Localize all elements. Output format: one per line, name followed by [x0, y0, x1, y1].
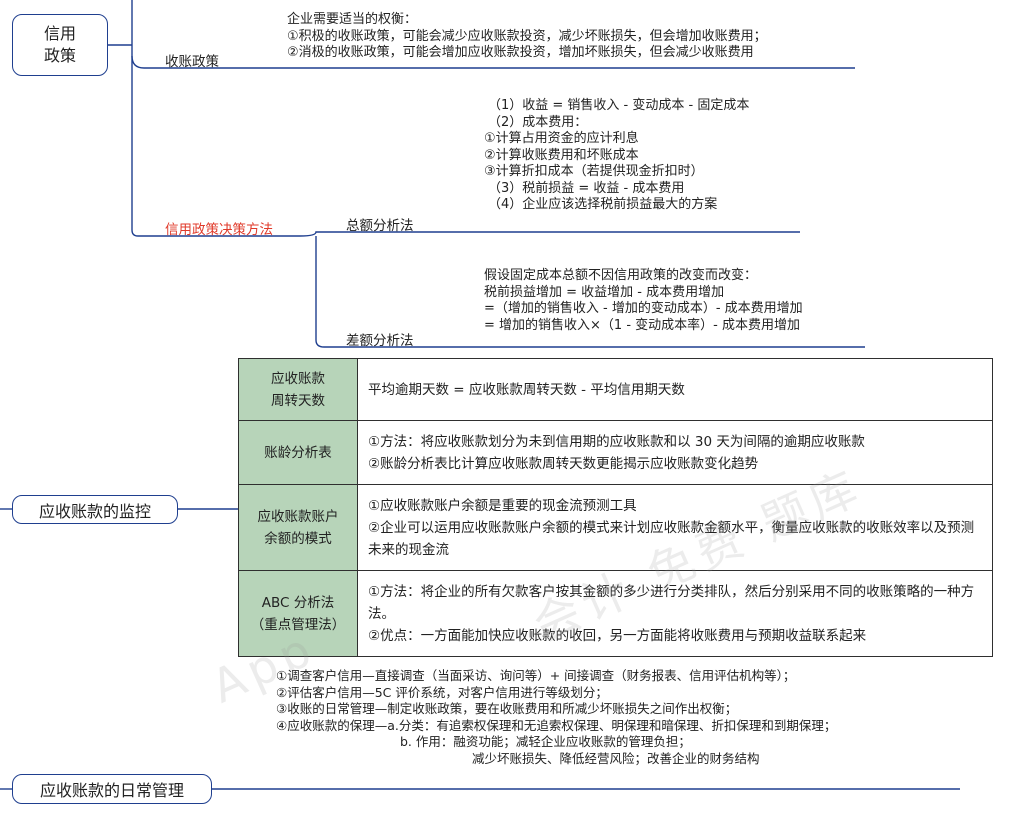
table-value-cell: ①应收账款账户余额是重要的现金流预测工具 ②企业可以运用应收账款账户余额的模式来… [357, 484, 993, 571]
table-key-cell: 应收账款账户 余额的模式 [238, 484, 358, 571]
text-line: 减少坏账损失、降低经营风险；改善企业的财务结构 [472, 750, 760, 766]
text-line: 税前损益增加 = 收益增加 - 成本费用增加 [484, 284, 725, 300]
differential-analysis-notes: 假设固定成本总额不因信用政策的改变而改变： 税前损益增加 = 收益增加 - 成本… [484, 268, 803, 334]
branch-credit-decision-methods: 信用政策决策方法 [165, 222, 273, 238]
table-key-cell: 账龄分析表 [238, 420, 358, 485]
text-line: ②计算收账费用和坏账成本 [484, 147, 639, 163]
text-line: 企业需要适当的权衡： [287, 12, 418, 27]
table-key-cell: 应收账款 周转天数 [238, 358, 358, 421]
text-line: ①积极的收账政策，可能会减少应收账款投资，减少坏账损失，但会增加收账费用； [287, 28, 767, 44]
collection-policy-notes: 企业需要适当的权衡： ①积极的收账政策，可能会减少应收账款投资，减少坏账损失，但… [287, 12, 767, 62]
table-row: ABC 分析法 （重点管理法） ①方法：将企业的所有欠款客户按其金额的多少进行分… [238, 570, 993, 657]
node-credit-policy[interactable]: 信用 政策 [12, 14, 108, 76]
receivables-monitoring-table: 应收账款 周转天数 平均逾期天数 = 应收账款周转天数 - 平均信用期天数 账龄… [238, 358, 993, 657]
text-line: ①计算占用资金的应计利息 [484, 131, 639, 146]
text-line: ②消极的收账政策，可能会增加应收账款投资，增加坏账损失，但会减少收账费用 [287, 45, 754, 60]
table-row: 账龄分析表 ①方法：将应收账款划分为未到信用期的应收账款和以 30 天为间隔的逾… [238, 420, 993, 485]
table-value-cell: 平均逾期天数 = 应收账款周转天数 - 平均信用期天数 [357, 358, 993, 421]
text-line: ②评估客户信用—5C 评价系统，对客户信用进行等级划分； [276, 684, 608, 700]
branch-differential-analysis: 差额分析法 [346, 333, 414, 349]
text-line: ①调查客户信用—直接调查（当面采访、询问等）+ 间接调查（财务报表、信用评估机构… [276, 668, 796, 683]
text-line: 假设固定成本总额不因信用政策的改变而改变： [484, 268, 758, 283]
table-key-cell: ABC 分析法 （重点管理法） [238, 570, 358, 657]
text-line: =（增加的销售收入 - 增加的变动成本）- 成本费用增加 [484, 301, 803, 316]
table-row: 应收账款 周转天数 平均逾期天数 = 应收账款周转天数 - 平均信用期天数 [238, 358, 993, 421]
daily-management-notes: ①调查客户信用—直接调查（当面采访、询问等）+ 间接调查（财务报表、信用评估机构… [276, 668, 836, 767]
text-line: ③计算折扣成本（若提供现金折扣时） [484, 164, 704, 179]
total-analysis-notes: （1）收益 = 销售收入 - 变动成本 - 固定成本 （2）成本费用： ①计算占… [484, 98, 749, 214]
text-line: （4）企业应该选择税前损益最大的方案 [488, 197, 718, 212]
text-line: ④应收账款的保理—a.分类：有追索权保理和无追索权保理、明保理和暗保理、折扣保理… [276, 717, 837, 733]
table-value-cell: ①方法：将企业的所有欠款客户按其金额的多少进行分类排队，然后分别采用不同的收账策… [357, 570, 993, 657]
text-line: （1）收益 = 销售收入 - 变动成本 - 固定成本 [488, 98, 750, 113]
text-line: = 增加的销售收入×（1 - 变动成本率）- 成本费用增加 [484, 317, 800, 333]
table-row: 应收账款账户 余额的模式 ①应收账款账户余额是重要的现金流预测工具 ②企业可以运… [238, 484, 993, 571]
table-value-cell: ①方法：将应收账款划分为未到信用期的应收账款和以 30 天为间隔的逾期应收账款 … [357, 420, 993, 485]
node-receivables-monitoring[interactable]: 应收账款的监控 [12, 495, 178, 524]
text-line: b. 作用：融资功能；减轻企业应收账款的管理负担； [400, 734, 691, 749]
node-receivables-daily-management[interactable]: 应收账款的日常管理 [12, 774, 212, 804]
text-line: （3）税前损益 = 收益 - 成本费用 [488, 180, 685, 196]
text-line: （2）成本费用： [488, 114, 588, 130]
branch-total-analysis: 总额分析法 [346, 218, 414, 234]
text-line: ③收账的日常管理—制定收账政策，要在收账费用和所减少坏账损失之间作出权衡； [276, 701, 738, 716]
branch-collection-policy: 收账政策 [165, 54, 219, 70]
